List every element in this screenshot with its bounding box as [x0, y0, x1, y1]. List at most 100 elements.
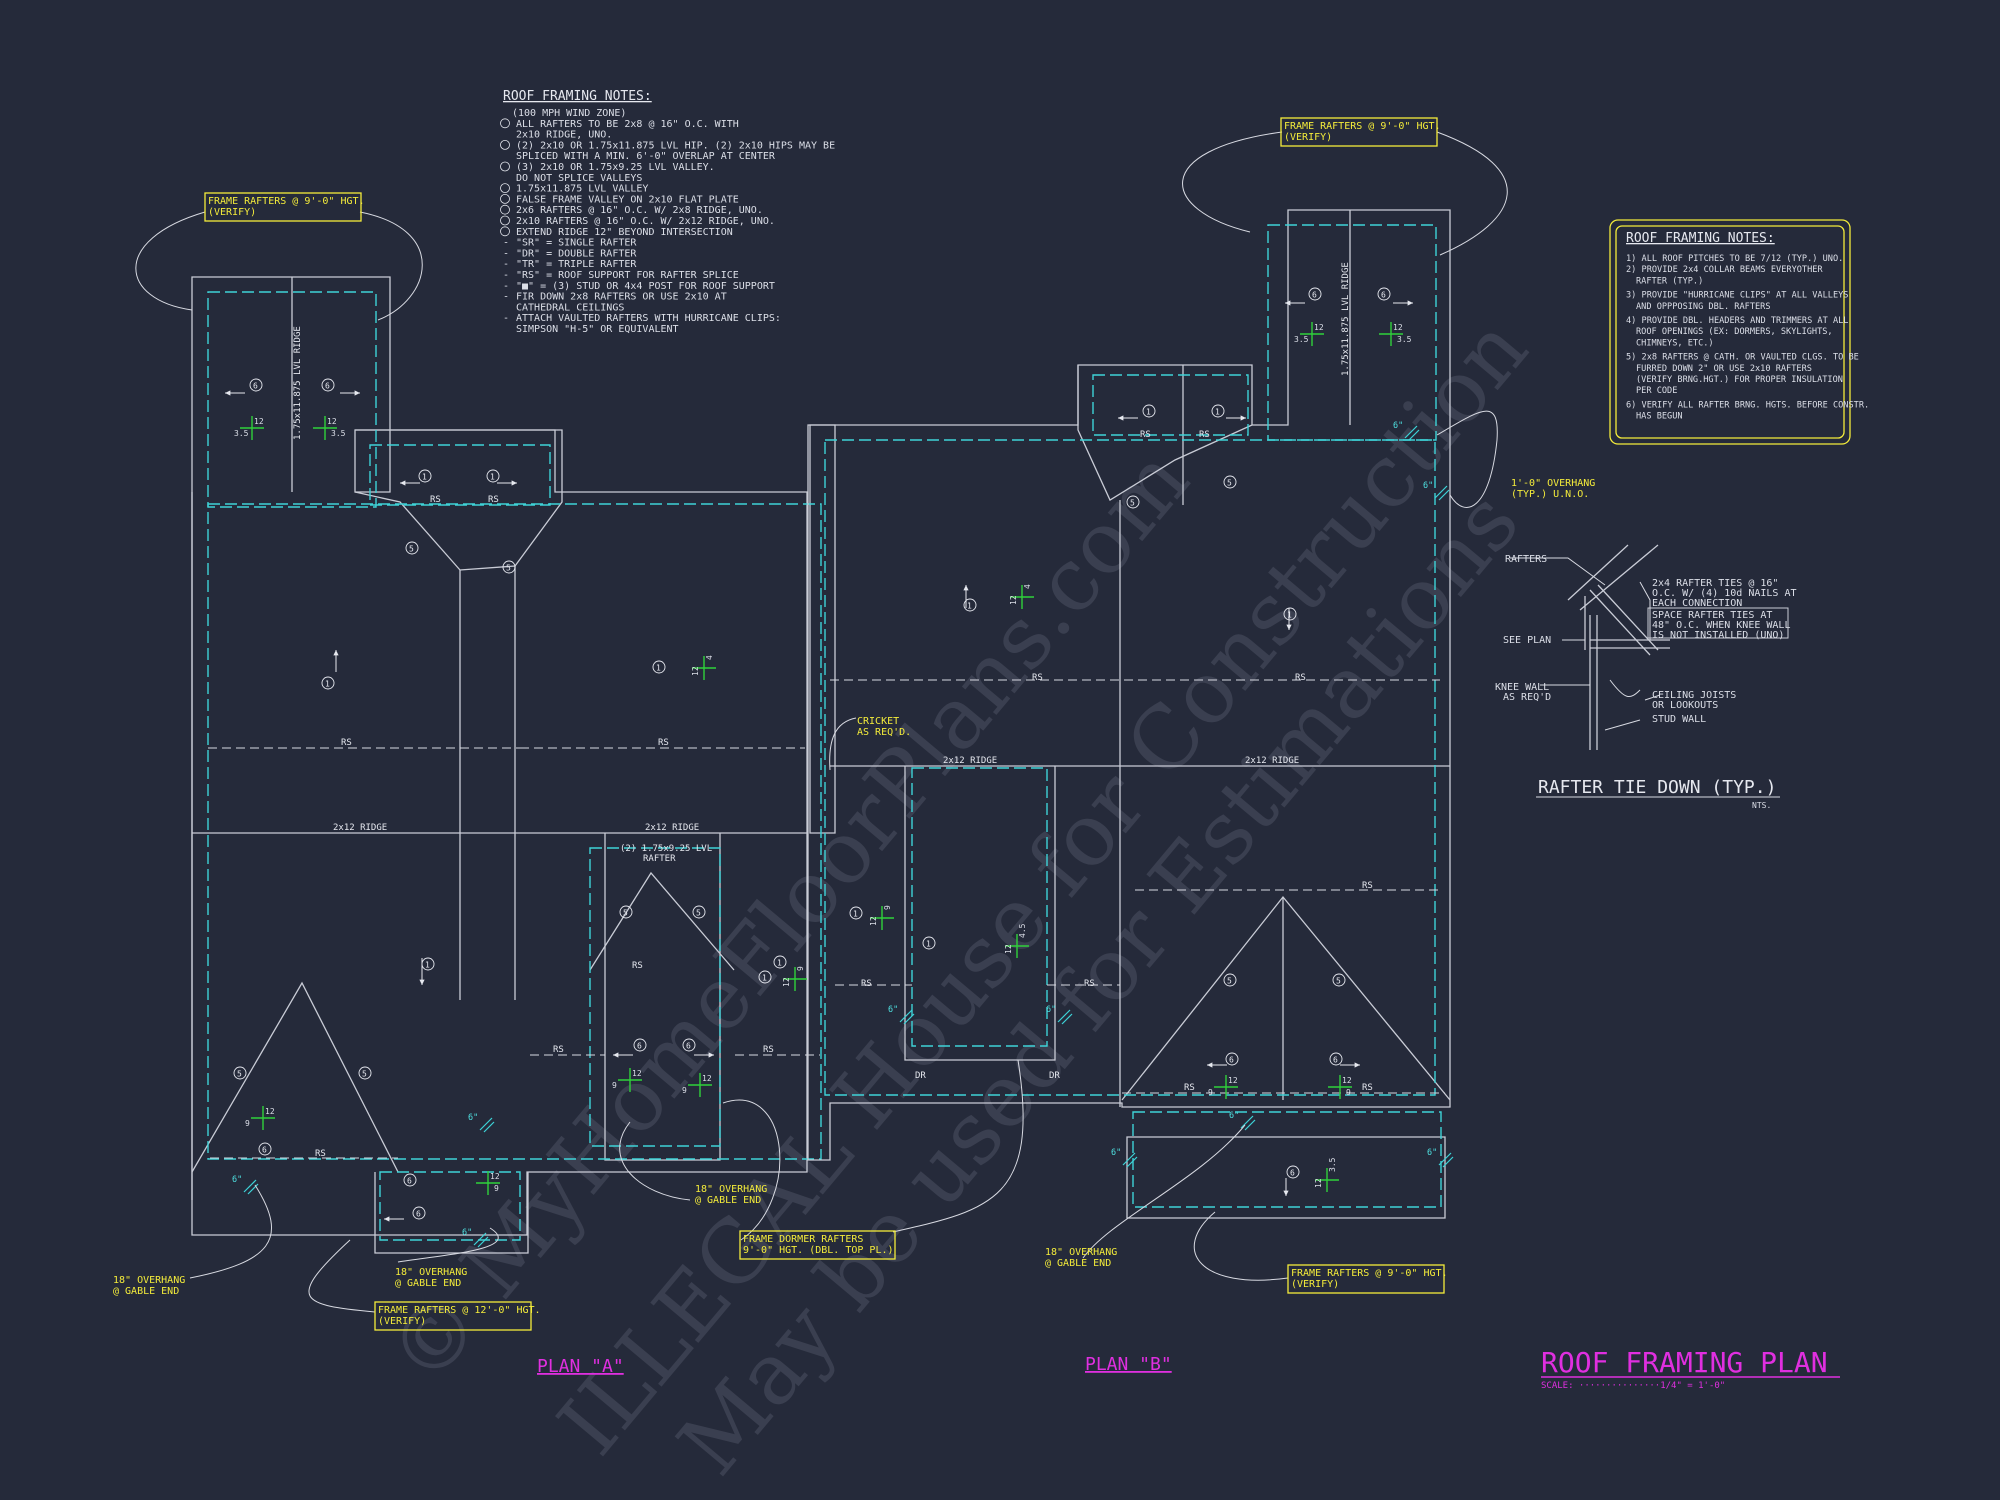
ridge-label-b2: 2x12 RIDGE	[1245, 756, 1299, 766]
svg-text:9: 9	[612, 1081, 617, 1090]
note-bullet: -	[503, 270, 509, 281]
rs-label: RS	[1362, 881, 1373, 891]
keynote-marker: 5	[405, 541, 419, 555]
notes-right-frame	[1609, 219, 1851, 445]
note-line: CHIMNEYS, ETC.)	[1636, 338, 1714, 348]
overhang-marker: 6"	[1393, 421, 1420, 441]
note-line: (100 MPH WIND ZONE)	[512, 108, 626, 119]
svg-text:9: 9	[796, 966, 805, 971]
note-line: HAS BEGUN	[1636, 412, 1683, 422]
note-line: ATTACH VAULTED RAFTERS WITH HURRICANE CL…	[516, 313, 781, 324]
rs-label: RS	[1140, 430, 1151, 440]
ridge-label-a2: 2x12 RIDGE	[645, 823, 699, 833]
svg-text:12: 12	[869, 916, 878, 926]
svg-text:6: 6	[637, 1042, 642, 1051]
note-line: 1.75x11.875 LVL VALLEY	[516, 184, 648, 195]
keynote-marker: 5	[1126, 495, 1140, 509]
keynote-marker: 5	[692, 905, 706, 919]
overhang-marker: 6"	[1229, 1111, 1256, 1131]
keynote-marker: 1	[758, 970, 772, 984]
keynote-marker: 1	[1142, 404, 1156, 418]
note-bullet: -	[503, 238, 509, 249]
note-line: AND OPPPOSING DBL. RAFTERS	[1636, 302, 1771, 312]
roof-pitch-symbol: 124	[1009, 584, 1034, 609]
notes-left-title: ROOF FRAMING NOTES:	[503, 89, 652, 104]
rs-label: RS	[488, 495, 499, 505]
notes-right-inner-frame	[1615, 225, 1845, 439]
lvl-rafter-label-2: RAFTER	[643, 854, 676, 864]
note-line: ROOF OPENINGS (EX: DORMERS, SKYLIGHTS,	[1636, 327, 1833, 337]
note-number-marker	[500, 215, 510, 226]
detail-label-ties: EACH CONNECTION	[1652, 598, 1742, 609]
svg-text:9: 9	[494, 1184, 499, 1193]
overhang-marker: 6"	[1111, 1148, 1138, 1168]
note-line: SPLICED WITH A MIN. 6'-0" OVERLAP AT CEN…	[516, 151, 776, 162]
callout-text: AS REQ'D.	[857, 727, 911, 738]
rafter-tie-down-detail: RAFTERS 2x4 RAFTER TIES @ 16" O.C. W/ (4…	[1495, 544, 1797, 810]
svg-text:5: 5	[409, 545, 414, 554]
svg-text:6": 6"	[1111, 1148, 1121, 1158]
keynote-marker: 1	[321, 676, 335, 690]
roof-pitch-symbol: 129	[476, 1171, 500, 1195]
roof-pitch-symbol: 123.5	[1379, 322, 1412, 346]
svg-text:1: 1	[425, 961, 430, 970]
rs-label: RS	[861, 979, 872, 989]
svg-text:4.5: 4.5	[1018, 923, 1027, 938]
rs-label: RS	[763, 1045, 774, 1055]
svg-text:5: 5	[1227, 479, 1232, 488]
roof-pitch-symbol: 129	[1328, 1075, 1352, 1099]
leader-lines	[135, 131, 1508, 1313]
note-bullet: -	[503, 248, 509, 259]
plan-a-title: PLAN "A"	[537, 1356, 624, 1377]
overhang-callouts: 1'-0" OVERHANG (TYP.) U.N.O. 18" OVERHAN…	[113, 478, 1595, 1297]
callout-text: @ GABLE END	[113, 1286, 179, 1297]
roof-pitch-symbol: 123.5	[313, 416, 346, 440]
note-line: 4) PROVIDE DBL. HEADERS AND TRIMMERS AT …	[1626, 316, 1848, 326]
detail-label-knee: AS REQ'D	[1503, 692, 1551, 703]
slope-arrow	[384, 1216, 404, 1222]
svg-text:12: 12	[702, 1074, 712, 1083]
svg-text:5: 5	[362, 1070, 367, 1079]
lvl-ridge-label-b: 1.75x11.875 LVL RIDGE	[1341, 262, 1351, 376]
svg-text:9: 9	[245, 1119, 250, 1128]
overhang-marker: 6"	[1423, 481, 1450, 501]
note-line: "TR" = TRIPLE RAFTER	[516, 259, 637, 270]
rs-label: RS	[1199, 430, 1210, 440]
svg-text:9: 9	[1346, 1088, 1351, 1097]
watermark-line-2: ILLEGAL House for Construction	[539, 300, 1547, 1474]
svg-text:3.5: 3.5	[1294, 335, 1309, 344]
rs-label: RS	[553, 1045, 564, 1055]
note-number-marker	[500, 118, 510, 129]
roof-pitch-symbol: 129	[869, 905, 894, 930]
svg-text:1: 1	[777, 959, 782, 968]
note-line: 2x6 RAFTERS @ 16" O.C. W/ 2x8 RIDGE, UNO…	[516, 205, 763, 216]
note-number-marker	[500, 183, 510, 194]
roof-pitch-symbol: 129	[245, 1106, 275, 1130]
svg-text:5: 5	[506, 564, 511, 573]
callout-text: (VERIFY)	[1291, 1279, 1339, 1290]
svg-text:1: 1	[325, 680, 330, 689]
keynote-marker: 6	[1308, 287, 1322, 301]
roof-pitch-symbol: 124	[691, 655, 716, 680]
overhang-marker: 6"	[232, 1175, 259, 1195]
overhang-marker: 6"	[888, 1005, 915, 1025]
svg-text:6: 6	[1312, 291, 1317, 300]
keynote-marker: 1	[1211, 404, 1225, 418]
detail-label-rafters: RAFTERS	[1505, 554, 1547, 565]
plan-titles: PLAN "A" PLAN "B" ROOF FRAMING PLAN SCAL…	[537, 1346, 1840, 1391]
note-line: EXTEND RIDGE 12" BEYOND INTERSECTION	[516, 227, 733, 238]
callout-text: FRAME RAFTERS @ 9'-0" HGT.	[1284, 121, 1441, 132]
callout-text: (VERIFY)	[208, 207, 256, 218]
svg-text:12: 12	[1314, 1178, 1323, 1188]
callout-text: 18" OVERHANG	[395, 1267, 467, 1278]
svg-text:6": 6"	[888, 1005, 898, 1015]
main-title: ROOF FRAMING PLAN	[1541, 1346, 1828, 1379]
note-number-marker	[500, 226, 510, 237]
note-line: "SR" = SINGLE RAFTER	[516, 238, 637, 249]
detail-nts: NTS.	[1752, 801, 1771, 810]
svg-text:5: 5	[623, 909, 628, 918]
svg-text:5: 5	[696, 909, 701, 918]
svg-text:12: 12	[632, 1069, 642, 1078]
svg-text:12: 12	[1393, 323, 1403, 332]
svg-text:6": 6"	[1427, 1148, 1437, 1158]
